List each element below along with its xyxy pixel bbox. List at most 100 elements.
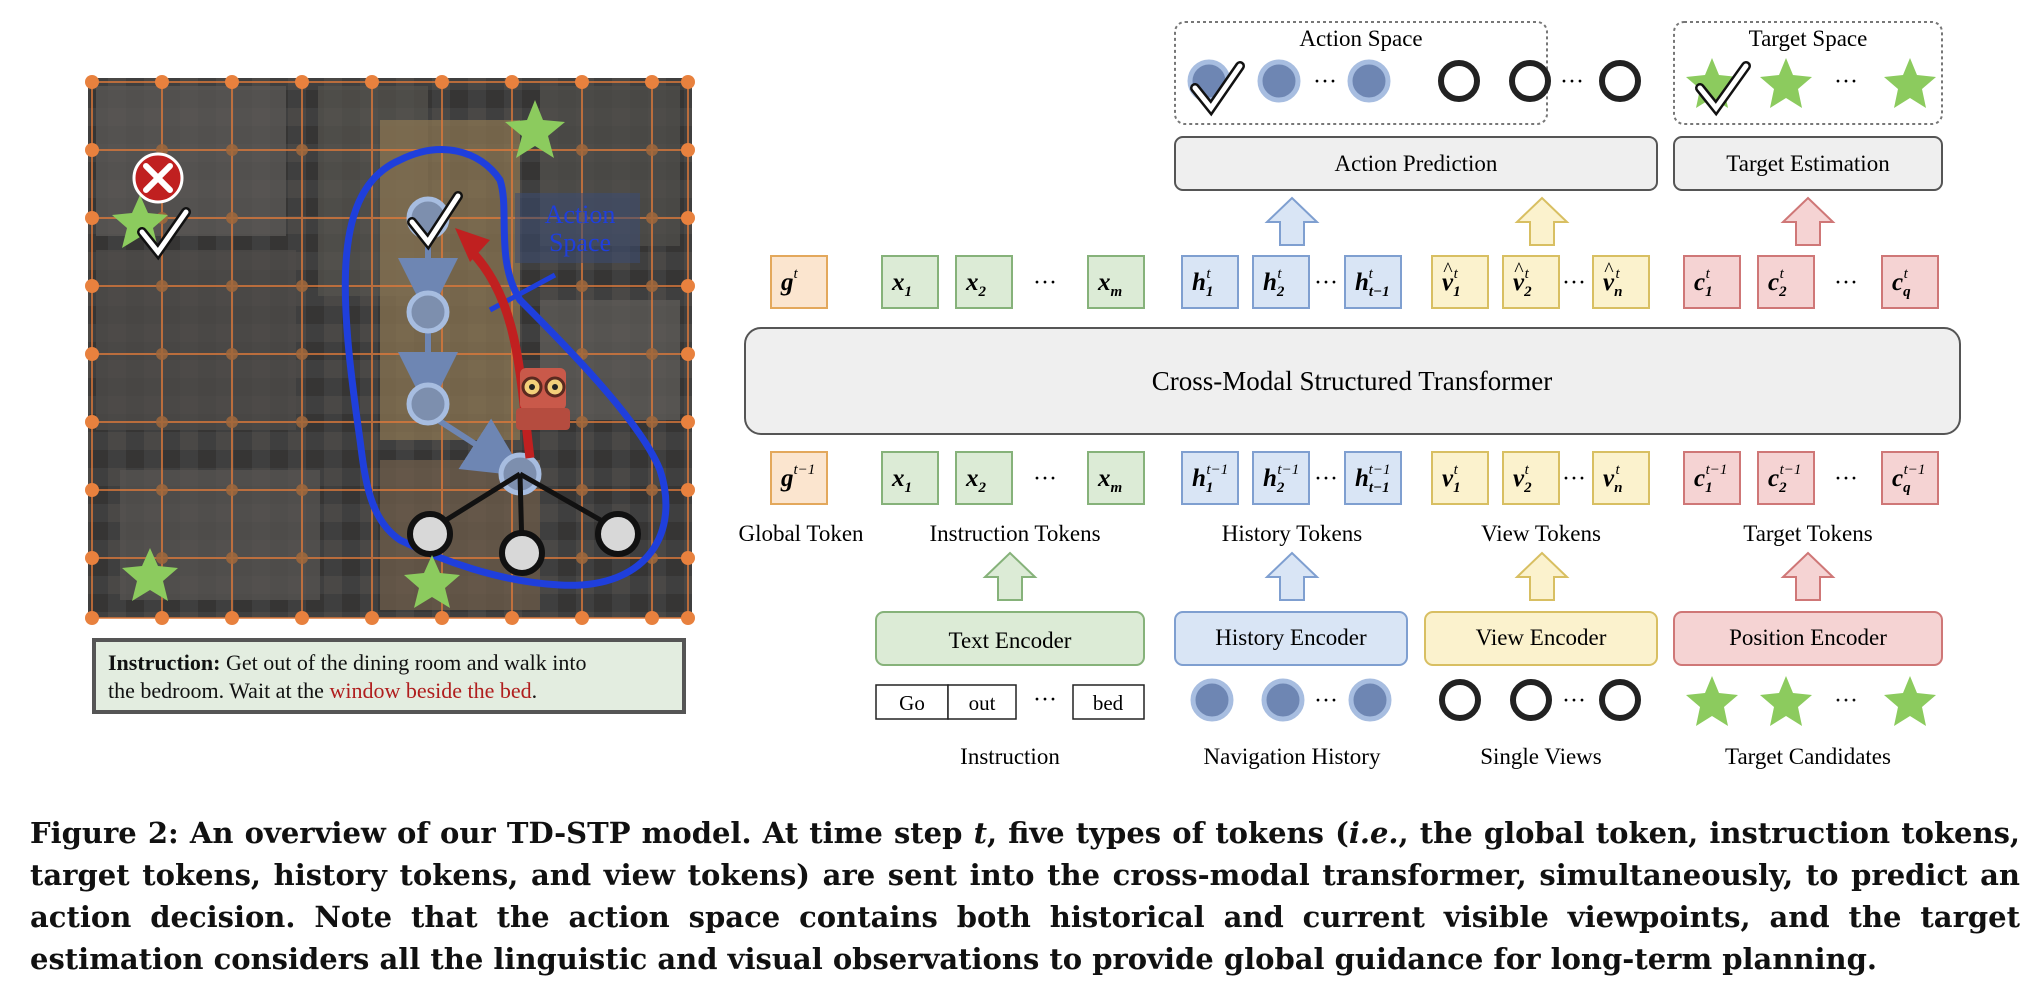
view-node bbox=[1509, 60, 1551, 102]
target-token bbox=[1683, 255, 1741, 309]
word-token: out bbox=[969, 691, 996, 715]
instruction-token-label: x2 bbox=[965, 465, 987, 496]
view-token-label: v2t bbox=[1513, 462, 1532, 496]
view-token bbox=[1431, 451, 1489, 505]
history-node bbox=[1190, 678, 1234, 722]
instruction-highlight: window beside the bed bbox=[329, 678, 531, 703]
caption-text: Figure 2: An overview of our TD-STP mode… bbox=[30, 816, 974, 850]
star-icon bbox=[505, 100, 565, 158]
ellipsis: ··· bbox=[1033, 270, 1057, 296]
label-history-tokens: History Tokens bbox=[1222, 521, 1362, 546]
instruction-text-2: the bedroom. Wait at the bbox=[108, 678, 329, 703]
target-token-label: c2t−1 bbox=[1768, 462, 1801, 496]
caption-ie: i.e. bbox=[1348, 816, 1399, 850]
view-token bbox=[1592, 255, 1650, 309]
history-node bbox=[1261, 678, 1305, 722]
text-encoder bbox=[875, 611, 1145, 666]
ellipsis: ··· bbox=[1834, 69, 1858, 95]
history-token bbox=[1252, 255, 1310, 309]
ellipsis: ··· bbox=[1562, 466, 1586, 492]
grid-nodes bbox=[85, 75, 695, 625]
target-token bbox=[1683, 451, 1741, 505]
caption-variable-t: t bbox=[973, 816, 987, 850]
view-token bbox=[1592, 451, 1650, 505]
history-token-label: h2t bbox=[1263, 266, 1285, 300]
dining-room-area bbox=[380, 120, 520, 440]
instruction-token-label: x1 bbox=[891, 269, 912, 300]
history-token-label: ht−1t−1 bbox=[1355, 462, 1390, 496]
target-token bbox=[1757, 255, 1815, 309]
view-token bbox=[1502, 451, 1560, 505]
ellipsis: ··· bbox=[1314, 466, 1338, 492]
target-token-label: c1t−1 bbox=[1694, 462, 1727, 496]
instruction-token bbox=[1087, 451, 1145, 505]
view-token-label: vnt bbox=[1603, 266, 1622, 300]
navigation-history-nodes: ··· bbox=[1190, 678, 1392, 722]
star-icon bbox=[1760, 676, 1812, 726]
global-token bbox=[770, 451, 828, 505]
view-token bbox=[1431, 255, 1489, 309]
ellipsis: ··· bbox=[1033, 687, 1057, 713]
target-candidate-stars-row: ··· bbox=[1686, 676, 1936, 726]
hat-accent: ^ bbox=[1514, 259, 1524, 281]
figure-caption: Figure 2: An overview of our TD-STP mode… bbox=[30, 812, 2020, 980]
view-node bbox=[1439, 679, 1481, 721]
star-icon bbox=[1884, 676, 1936, 726]
history-node bbox=[406, 382, 450, 426]
target-token-label: cqt−1 bbox=[1892, 462, 1925, 496]
history-token-label: h1t−1 bbox=[1192, 462, 1228, 496]
view-node bbox=[595, 511, 641, 557]
word-token: Go bbox=[899, 691, 925, 715]
instruction-words: Go out ··· bed bbox=[875, 684, 1145, 720]
star-icon bbox=[404, 555, 460, 608]
ellipsis: ··· bbox=[1834, 466, 1858, 492]
label-navigation-history: Navigation History bbox=[1204, 744, 1381, 769]
target-token-label: cqt bbox=[1892, 266, 1911, 300]
ellipsis: ··· bbox=[1033, 466, 1057, 492]
single-view-nodes: ··· bbox=[1439, 679, 1641, 721]
instruction-end: . bbox=[532, 678, 538, 703]
robot-agent-icon bbox=[516, 368, 570, 430]
history-node bbox=[406, 290, 450, 334]
position-encoder-label: Position Encoder bbox=[1729, 625, 1887, 650]
label-target-candidates: Target Candidates bbox=[1725, 744, 1891, 769]
caption-text: , the global token, instruction tokens, … bbox=[30, 816, 2020, 976]
word-token: bed bbox=[1093, 691, 1124, 715]
history-token bbox=[1181, 451, 1239, 505]
instruction-prefix: Instruction: bbox=[108, 650, 220, 675]
ellipsis: ··· bbox=[1834, 688, 1858, 714]
up-arrows-top bbox=[1264, 196, 1836, 246]
figure-diagram: Action Space bbox=[85, 21, 1961, 769]
action-space-boundary bbox=[341, 146, 670, 589]
view-node bbox=[499, 530, 545, 576]
ellipsis: ··· bbox=[1562, 270, 1586, 296]
action-space-title: Action Space bbox=[1299, 26, 1422, 51]
star-icon bbox=[1760, 58, 1812, 108]
view-node bbox=[1438, 60, 1480, 102]
history-token-label: ht−1t bbox=[1355, 266, 1390, 300]
target-space-title: Target Space bbox=[1749, 26, 1868, 51]
instruction-token-label: xm bbox=[1097, 465, 1122, 496]
view-node bbox=[1510, 679, 1552, 721]
target-token bbox=[1881, 451, 1939, 505]
ellipsis: ··· bbox=[1314, 688, 1338, 714]
transformer-label: Cross-Modal Structured Transformer bbox=[1152, 366, 1552, 396]
map-action-space-label-2: Space bbox=[549, 228, 611, 257]
history-token-label: h2t−1 bbox=[1263, 462, 1299, 496]
target-token bbox=[1757, 451, 1815, 505]
global-token-label: gt−1 bbox=[780, 462, 815, 492]
global-token-label: gt bbox=[780, 266, 799, 296]
target-candidate-stars bbox=[112, 100, 565, 608]
label-instruction-tokens: Instruction Tokens bbox=[929, 521, 1100, 546]
up-arrows-encoders bbox=[982, 551, 1836, 601]
instruction-token-label: x2 bbox=[965, 269, 987, 300]
instruction-box: Instruction: Get out of the dining room … bbox=[92, 638, 686, 714]
history-token bbox=[1344, 451, 1402, 505]
view-node bbox=[1599, 679, 1641, 721]
instruction-token bbox=[881, 255, 939, 309]
hat-accent: ^ bbox=[1604, 259, 1614, 281]
view-token-label: vnt bbox=[1603, 462, 1622, 496]
history-node bbox=[1257, 59, 1301, 103]
instruction-token bbox=[955, 255, 1013, 309]
